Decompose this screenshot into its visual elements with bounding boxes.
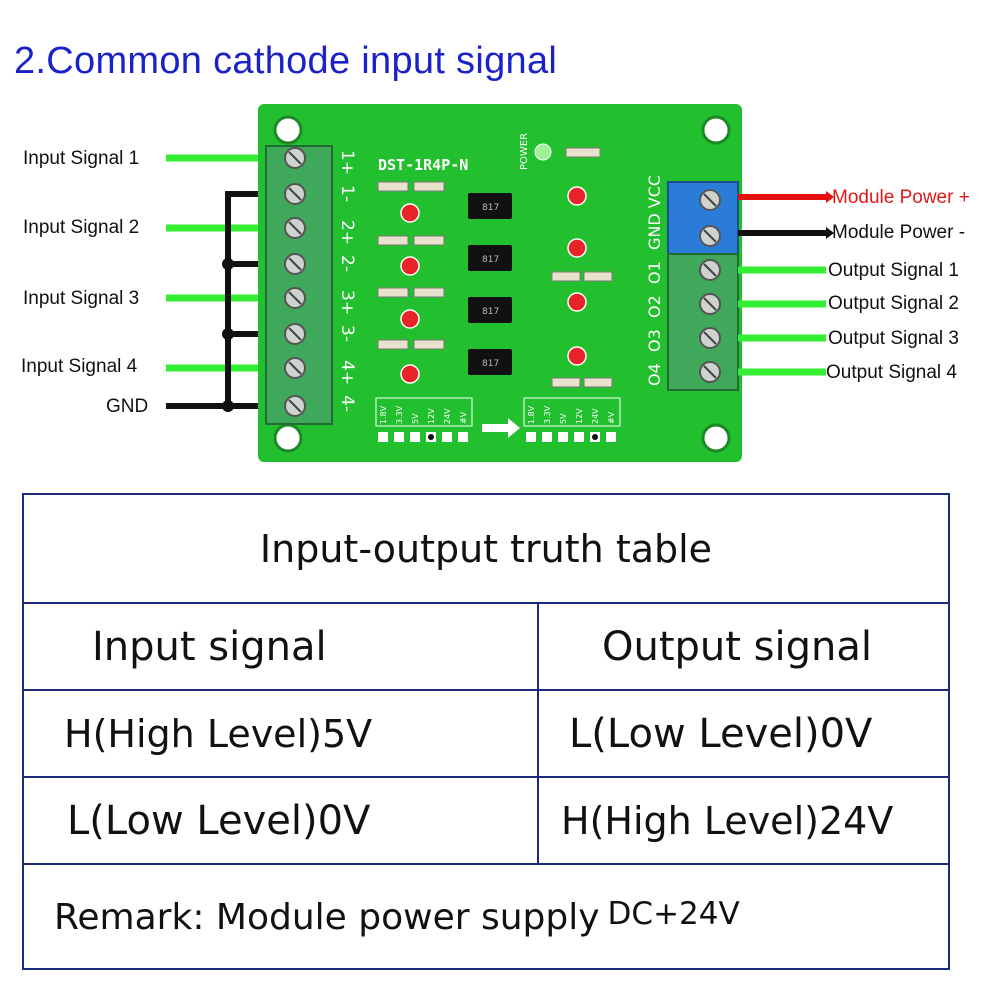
board-model: DST-1R4P-N: [378, 156, 468, 174]
voltage-option: 5V: [559, 413, 568, 424]
voltage-option: 1.8V: [527, 405, 536, 424]
voltage-option: 12V: [427, 408, 436, 424]
module-power-minus-label: Module Power -: [832, 222, 966, 243]
voltage-option: #V: [607, 411, 616, 424]
input-pin-label: 2-: [337, 255, 357, 272]
voltage-selector-right: 1.8V 3.3V 5V 12V 24V #V: [523, 397, 621, 442]
remark-value: DC+24V: [607, 895, 740, 932]
output-signal-header: Output signal: [602, 623, 872, 670]
column-divider: [537, 604, 539, 863]
module-power-plus-label: Module Power +: [832, 187, 970, 208]
voltage-option: 3.3V: [543, 405, 552, 424]
mount-hole: [273, 115, 303, 145]
left-wires: [166, 154, 268, 412]
voltage-selector-left: 1.8V 3.3V 5V 12V 24V #V: [375, 397, 473, 442]
voltage-option: 3.3V: [395, 405, 404, 424]
mount-hole: [701, 423, 731, 453]
opto-label: 817: [482, 255, 499, 265]
module-wiring-diagram: 1+ 1- 2+ 2- 3+ 3- 4+ 4- DST-1R4P-N POWER…: [166, 104, 834, 462]
input-pin-label: 4+: [337, 360, 357, 385]
input-terminal-block: [265, 145, 333, 425]
truth-table: Input-output truth table Input signal Ou…: [22, 493, 950, 970]
input-signal-label: Input Signal 1: [23, 148, 140, 169]
gnd-label: GND: [106, 396, 149, 417]
output-signal-label: Output Signal 4: [826, 362, 957, 383]
arrow-icon: [482, 418, 520, 438]
input-pin-label: 3+: [337, 290, 357, 315]
input-signal-header: Input signal: [92, 623, 327, 670]
page-heading: 2.Common cathode input signal: [14, 40, 558, 82]
voltage-option: 5V: [411, 413, 420, 424]
input-pin-label: 4-: [337, 395, 357, 412]
output-pin-label: O3: [645, 329, 664, 352]
table-title: Input-output truth table: [259, 526, 713, 571]
input-pin-label: 3-: [337, 325, 357, 342]
input-signal-label: Input Signal 4: [21, 356, 138, 377]
table-cell: L(Low Level)0V: [67, 797, 371, 844]
mount-hole: [273, 423, 303, 453]
voltage-option: 24V: [443, 408, 452, 424]
input-pin-label: 1+: [337, 150, 357, 175]
table-row: H(High Level)5V L(Low Level)0V: [24, 691, 948, 778]
opto-label: 817: [482, 203, 499, 213]
input-channel-components: 817 817 817 817: [377, 147, 613, 388]
input-signal-label: Input Signal 3: [23, 288, 140, 309]
opto-label: 817: [482, 359, 499, 369]
remark-label: Remark: Module power supply: [54, 897, 600, 938]
opto-label: 817: [482, 307, 499, 317]
input-pin-label: 1-: [337, 185, 357, 202]
power-led: [534, 143, 552, 161]
right-wires: [738, 191, 834, 376]
voltage-option: 12V: [575, 408, 584, 424]
output-signal-label: Output Signal 2: [828, 293, 959, 314]
voltage-option: 24V: [591, 408, 600, 424]
pcb-board: [258, 104, 742, 462]
output-pin-label: O4: [645, 363, 664, 386]
output-signal-label: Output Signal 3: [828, 328, 959, 349]
table-cell: H(High Level)5V: [64, 711, 373, 756]
input-pin-label: 2+: [337, 220, 357, 245]
voltage-option: #V: [459, 411, 468, 424]
voltage-option: 1.8V: [379, 405, 388, 424]
table-cell: L(Low Level)0V: [569, 710, 873, 757]
output-pin-label: O1: [645, 261, 664, 284]
mount-hole: [701, 115, 731, 145]
table-cell: H(High Level)24V: [561, 798, 894, 843]
input-signal-label: Input Signal 2: [23, 217, 140, 238]
table-title-row: Input-output truth table: [24, 495, 948, 604]
power-terminal-block: [667, 181, 739, 255]
output-pin-label: O2: [645, 295, 664, 318]
output-signal-label: Output Signal 1: [828, 260, 959, 281]
output-terminal-block: [667, 253, 739, 391]
output-header-label: GND VCC: [645, 175, 664, 250]
table-remark-row: Remark: Module power supply DC+24V: [24, 865, 948, 970]
power-led-label: POWER: [519, 133, 530, 170]
remark-text: Remark: Module power supply DC+24V: [54, 865, 740, 970]
table-row: L(Low Level)0V H(High Level)24V: [24, 778, 948, 865]
table-header-row: Input signal Output signal: [24, 604, 948, 691]
